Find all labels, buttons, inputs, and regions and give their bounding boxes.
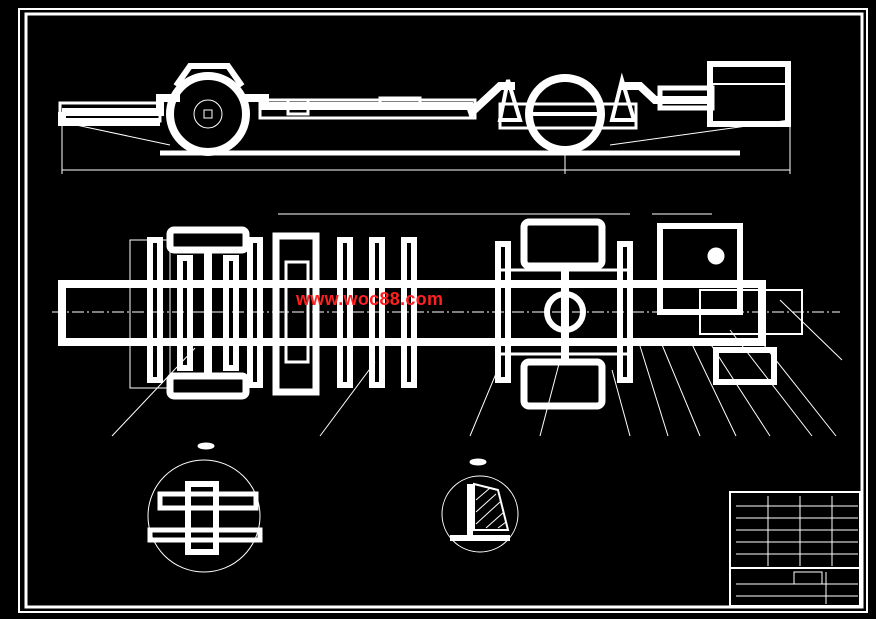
section-right-label-mark bbox=[469, 458, 487, 466]
rear-axle-housing bbox=[496, 268, 632, 356]
rear-extension bbox=[699, 289, 803, 335]
rear-wheel-left-plan bbox=[520, 218, 606, 270]
cross-member-6 bbox=[369, 237, 385, 388]
rear-suspension-right bbox=[609, 72, 637, 122]
rear-body-detail bbox=[707, 247, 725, 265]
section-left-label-mark bbox=[197, 442, 215, 450]
section-right-circle bbox=[441, 475, 519, 553]
front-spring-line bbox=[61, 121, 171, 146]
section-detail-left bbox=[147, 442, 263, 573]
section-left-hub bbox=[185, 481, 219, 555]
engine-block-inner bbox=[284, 260, 310, 364]
outer-border bbox=[18, 8, 868, 613]
rear-frame-box bbox=[498, 102, 638, 130]
cross-member-3 bbox=[223, 255, 239, 371]
front-wheel-right-plan bbox=[166, 372, 250, 400]
section-detail-right bbox=[441, 458, 519, 553]
inner-border bbox=[24, 12, 864, 609]
rear-suspension-left bbox=[497, 79, 523, 122]
engine-block-plan bbox=[272, 232, 320, 396]
cross-member-1 bbox=[147, 237, 163, 383]
front-wheel-left-plan bbox=[166, 226, 250, 254]
rear-wheel-right-plan bbox=[520, 358, 606, 410]
cross-member-5 bbox=[337, 237, 353, 388]
section-left-lower bbox=[147, 527, 263, 543]
top-plan-view bbox=[52, 213, 843, 437]
front-wheel-hub bbox=[203, 109, 213, 119]
cross-member-7 bbox=[401, 237, 417, 388]
front-fender bbox=[173, 63, 245, 88]
front-wheel-outer bbox=[166, 72, 250, 156]
cross-member-2 bbox=[177, 255, 193, 371]
section-left-flange bbox=[157, 491, 259, 511]
rear-body-box bbox=[707, 61, 791, 127]
side-elevation-view bbox=[58, 61, 791, 174]
section-right-hatch-lines bbox=[475, 487, 507, 529]
side-frame-body bbox=[58, 101, 162, 123]
title-block-name-cell bbox=[793, 571, 823, 585]
title-block bbox=[729, 491, 861, 607]
cross-member-4 bbox=[247, 237, 263, 388]
section-left-circle bbox=[147, 459, 261, 573]
rear-bumper bbox=[657, 85, 715, 111]
differential-plan bbox=[544, 291, 586, 333]
side-frame-mid bbox=[258, 98, 477, 120]
side-component-2 bbox=[378, 96, 422, 110]
front-wheel-inner bbox=[193, 99, 223, 129]
front-outline-box bbox=[129, 239, 171, 389]
leader-lines bbox=[111, 299, 843, 437]
title-block-frame bbox=[729, 491, 861, 607]
side-component-1 bbox=[286, 98, 310, 116]
watermark-text: www.woc88.com bbox=[296, 289, 444, 309]
